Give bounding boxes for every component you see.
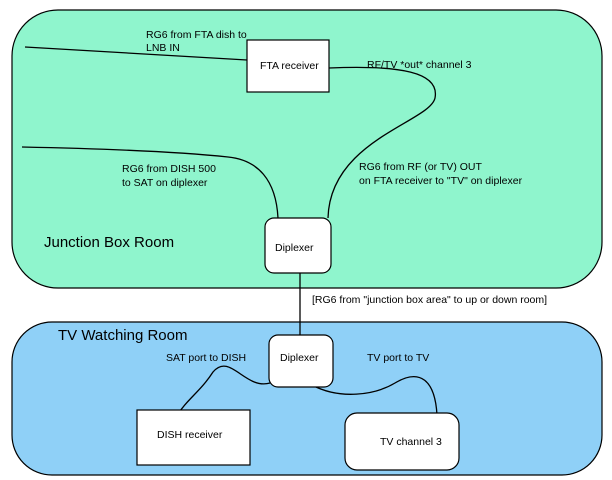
diplexer-bottom-box: [268, 334, 334, 388]
dish500-label-1: RG6 from DISH 500: [122, 163, 216, 175]
tv-room-label: TV Watching Room: [58, 327, 188, 344]
cable-tv-port: [311, 376, 438, 416]
fta-dish-label-1: RG6 from FTA dish to: [146, 29, 247, 41]
fta-receiver-label: FTA receiver: [260, 60, 319, 72]
rf-out-label: RF/TV *out* channel 3: [367, 59, 472, 71]
diplexer-top-box: [264, 217, 332, 274]
fta-dish-label-2: LNB IN: [146, 42, 180, 54]
rf-tv-out-label-1: RG6 from RF (or TV) OUT: [359, 161, 482, 173]
cable-fta-to-diplexer: [327, 66, 436, 219]
fta-receiver-box: [246, 39, 330, 93]
junction-room-label: Junction Box Room: [44, 234, 174, 251]
diplexer-top-label: Diplexer: [275, 242, 314, 254]
cable-fta-dish: [24, 46, 248, 61]
diplexer-bottom-label: Diplexer: [280, 352, 319, 364]
cable-sat-to-dish-receiver: [174, 365, 271, 419]
dish-receiver-label: DISH receiver: [157, 429, 223, 441]
sat-port-label: SAT port to DISH: [166, 352, 246, 364]
cable-dish500: [21, 146, 279, 219]
dish500-label-2: to SAT on diplexer: [122, 177, 208, 189]
junction-box-room: [11, 9, 603, 289]
rf-tv-out-label-2: on FTA receiver to "TV" on diplexer: [359, 175, 523, 187]
tv-port-label: TV port to TV: [367, 352, 429, 364]
tv-label: TV channel 3: [380, 436, 442, 448]
dish-receiver-box: [136, 409, 251, 466]
junction-to-room-label: [RG6 from "junction box area" to up or d…: [312, 294, 547, 306]
tv-box: [344, 412, 460, 471]
